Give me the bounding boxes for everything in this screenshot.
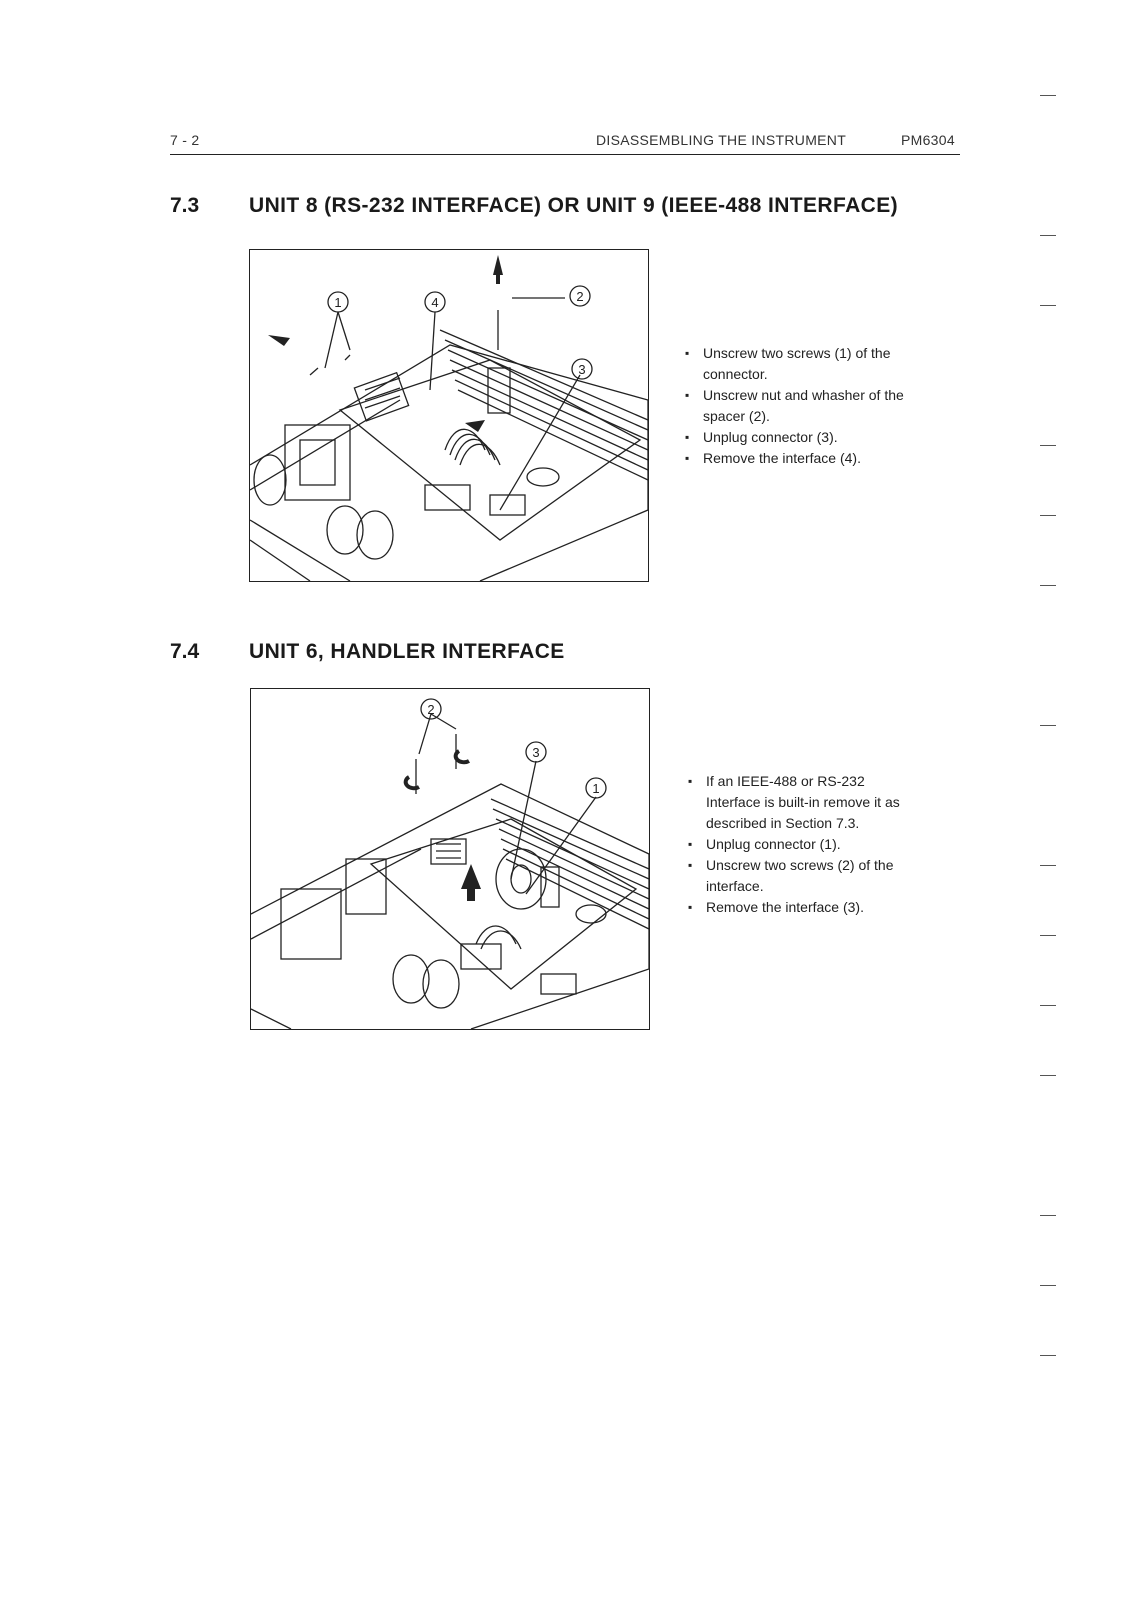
margin-tick bbox=[1040, 1005, 1056, 1006]
instruction-list: Unscrew two screws (1) of the connector.… bbox=[683, 343, 913, 469]
margin-tick bbox=[1040, 935, 1056, 936]
figure-illustration: 1 4 2 3 bbox=[250, 255, 648, 581]
list-item: Remove the interface (4). bbox=[683, 448, 913, 469]
callout-3: 3 bbox=[578, 362, 585, 377]
section-title: UNIT 8 (RS-232 INTERFACE) OR UNIT 9 (IEE… bbox=[249, 194, 898, 217]
list-item: Unscrew two screws (1) of the connector. bbox=[683, 343, 913, 385]
list-item: Remove the interface (3). bbox=[686, 897, 916, 918]
margin-tick bbox=[1040, 725, 1056, 726]
figure-illustration: 2 3 1 bbox=[251, 698, 649, 1029]
margin-tick bbox=[1040, 235, 1056, 236]
section-number: 7.4 bbox=[170, 640, 200, 663]
figure-rs232-ieee488-removal: 1 4 2 3 bbox=[249, 249, 649, 582]
callout-2: 2 bbox=[427, 702, 434, 717]
margin-tick bbox=[1040, 1355, 1056, 1356]
margin-tick bbox=[1040, 865, 1056, 866]
callout-4: 4 bbox=[431, 295, 438, 310]
page-number: 7 - 2 bbox=[170, 132, 200, 148]
instruction-list: If an IEEE-488 or RS-232 Interface is bu… bbox=[686, 771, 916, 918]
list-item: Unplug connector (1). bbox=[686, 834, 916, 855]
callout-1: 1 bbox=[334, 295, 341, 310]
margin-tick bbox=[1040, 305, 1056, 306]
margin-tick bbox=[1040, 445, 1056, 446]
running-header-title: DISASSEMBLING THE INSTRUMENT bbox=[596, 132, 847, 148]
margin-tick bbox=[1040, 1075, 1056, 1076]
list-item: Unplug connector (3). bbox=[683, 427, 913, 448]
callout-1: 1 bbox=[592, 781, 599, 796]
section-title: UNIT 6, HANDLER INTERFACE bbox=[249, 640, 565, 663]
margin-tick bbox=[1040, 95, 1056, 96]
callout-2: 2 bbox=[576, 289, 583, 304]
document-code: PM6304 bbox=[901, 132, 955, 148]
header-rule bbox=[170, 154, 960, 155]
margin-tick bbox=[1040, 1285, 1056, 1286]
margin-tick bbox=[1040, 515, 1056, 516]
list-item: If an IEEE-488 or RS-232 Interface is bu… bbox=[686, 771, 916, 834]
list-item: Unscrew two screws (2) of the interface. bbox=[686, 855, 916, 897]
margin-tick bbox=[1040, 585, 1056, 586]
list-item: Unscrew nut and whasher of the spacer (2… bbox=[683, 385, 913, 427]
margin-tick bbox=[1040, 1215, 1056, 1216]
callout-3: 3 bbox=[532, 745, 539, 760]
section-number: 7.3 bbox=[170, 194, 200, 217]
figure-handler-interface-removal: 2 3 1 bbox=[250, 688, 650, 1030]
